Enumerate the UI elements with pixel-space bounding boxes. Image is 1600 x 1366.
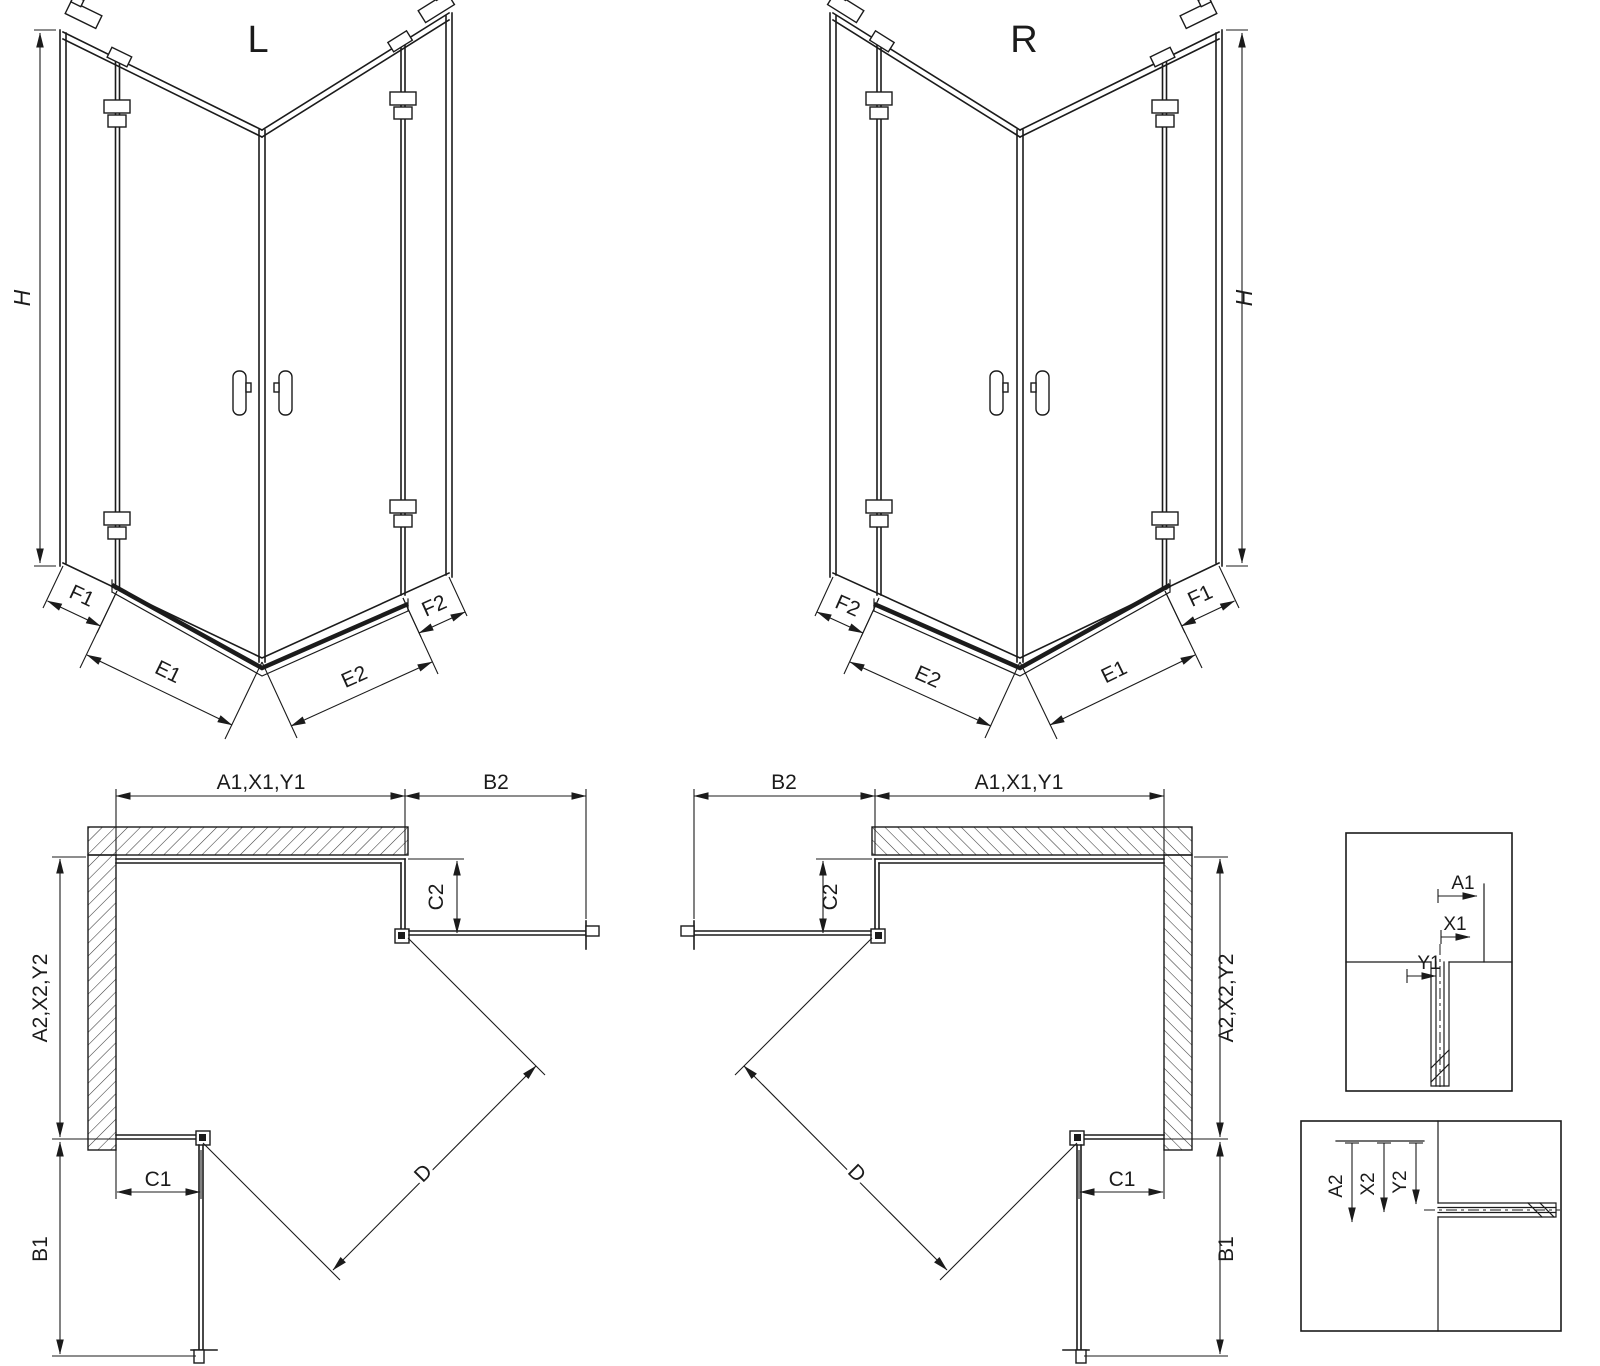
dimension-label-b1: B1 [29, 1236, 52, 1262]
dimension-label-e1: E1 [1098, 656, 1131, 688]
dimension-label-d: D [410, 1160, 437, 1187]
dimension-label-f1: F1 [1184, 581, 1216, 612]
view-label-l: L [247, 19, 268, 61]
detail-inset-bottom: A2 X2 Y2 [1300, 1120, 1562, 1332]
dimension-label-height: H [9, 289, 35, 306]
plan-line-art [52, 789, 599, 1363]
dimension-label-a1: A1 [1451, 873, 1474, 894]
dimension-label-c1: C1 [1109, 1168, 1136, 1191]
dimension-label-f1: F1 [66, 581, 98, 612]
dimension-label-x2: X2 [1358, 1172, 1379, 1195]
dimension-label-f2: F2 [418, 591, 450, 622]
view-label-r: R [1010, 19, 1037, 61]
dimension-label-d: D [843, 1160, 870, 1187]
detail-frame [1300, 1120, 1562, 1332]
plan-view-left: A1,X1,Y1 B2 C2 A2,X2,Y2 C1 B1 D [29, 771, 599, 1363]
dimension-lines [1345, 1142, 1423, 1223]
dimension-label-c1: C1 [145, 1168, 172, 1191]
profile-section [1335, 1120, 1560, 1332]
dimension-label-x1: X1 [1443, 914, 1466, 935]
dimension-label-y2: Y2 [1390, 1170, 1411, 1193]
dimension-label-c2: C2 [819, 884, 842, 911]
dimension-label-a2x2y2: A2,X2,Y2 [1215, 954, 1238, 1043]
dimension-label-b2: B2 [483, 771, 509, 794]
dimension-label-c2: C2 [425, 884, 448, 911]
iso-line-art-mirrored [815, 0, 1248, 739]
dimension-label-a2: A2 [1326, 1174, 1347, 1197]
dimension-label-a1x1y1: A1,X1,Y1 [217, 771, 306, 794]
detail-inset-top: A1 X1 Y1 [1345, 832, 1513, 1092]
dimension-label-b1: B1 [1215, 1236, 1238, 1262]
profile-section [1345, 883, 1513, 1091]
iso-view-right: R H F2 E2 E1 F1 [815, 0, 1257, 739]
dimension-label-a2x2y2: A2,X2,Y2 [29, 954, 52, 1043]
dimension-label-e1: E1 [151, 656, 184, 688]
dimension-label-a1x1y1: A1,X1,Y1 [975, 771, 1064, 794]
dimension-label-height: H [1231, 289, 1257, 306]
iso-line-art [34, 0, 467, 739]
plan-line-art-mirrored [681, 789, 1228, 1363]
dimension-label-b2: B2 [771, 771, 797, 794]
dimension-label-e2: E2 [338, 661, 371, 692]
dimension-label-y1: Y1 [1417, 953, 1440, 974]
dimension-label-f2: F2 [832, 591, 864, 622]
iso-view-left: L H F1 E1 E2 F2 [9, 0, 467, 739]
dimension-lines [1406, 889, 1478, 983]
plan-view-right: B2 A1,X1,Y1 C2 A2,X2,Y2 C1 B1 D [681, 771, 1238, 1363]
dimension-label-e2: E2 [911, 661, 944, 692]
